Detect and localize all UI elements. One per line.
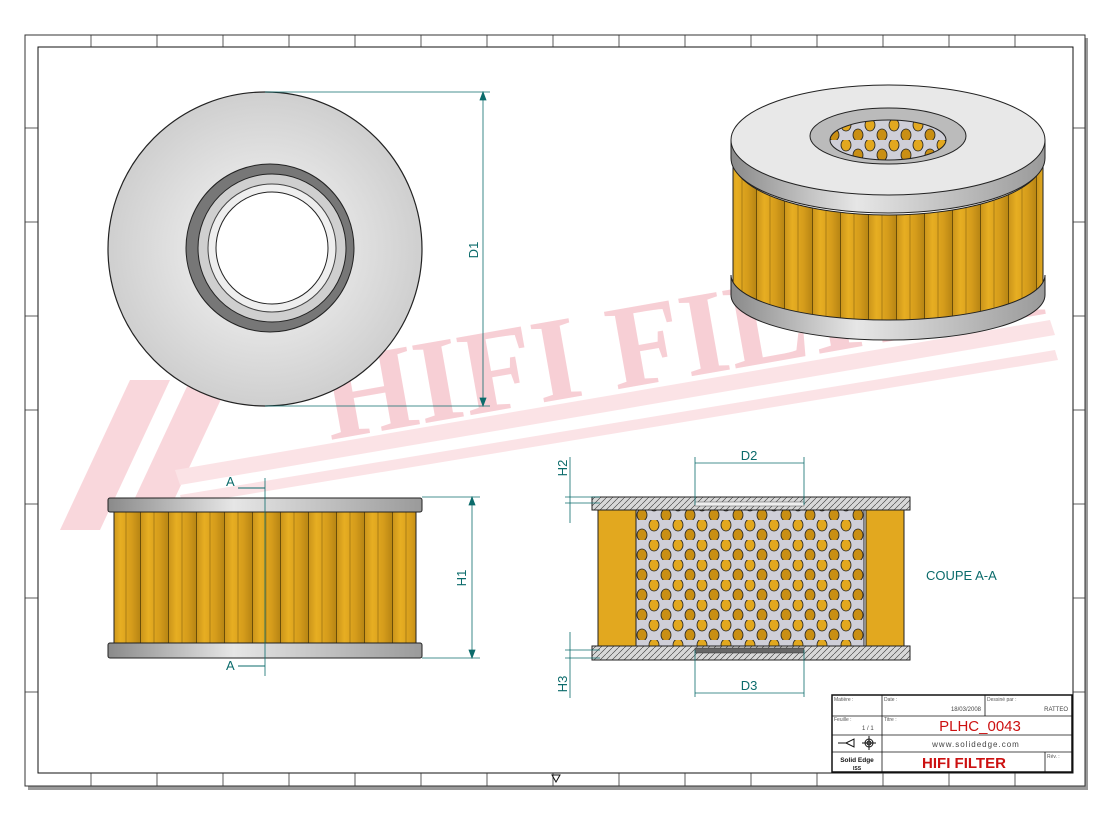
section-mark-bottom: A [226,658,235,673]
title-block: Matière : Date : 18/03/2008 Dessiné par … [831,694,1073,773]
h1-label: H1 [454,570,469,587]
h2-label: H2 [555,460,570,477]
material-label: Matière : [834,697,853,703]
date-label: Date : [884,697,897,703]
d1-label: D1 [466,242,481,259]
side-view [107,478,423,676]
d2-d3-h2-h3-dimensions [565,457,805,698]
section-title: COUPE A-A [926,568,997,583]
d1-dimension [265,90,490,408]
drawn-by-label: Dessiné par : [987,697,1016,703]
projection-symbol-icon [838,736,876,750]
software-name: Solid Edge [840,757,874,764]
sheet-label: Feuille : [834,717,852,723]
border-zone-ticks [25,35,1085,786]
revision-label: Rév. : [1047,754,1060,760]
section-view [591,496,911,661]
drawn-by-value: RATTEO [1044,707,1068,713]
sheet-value: 1 / 1 [862,726,874,732]
date-value: 18/03/2008 [951,707,982,713]
website: www.solidedge.com [931,740,1020,749]
part-number: PLHC_0043 [939,718,1021,735]
title-label: Titre : [884,717,897,723]
d3-label: D3 [741,678,758,693]
h1-dimension [422,495,480,660]
d2-label: D2 [741,448,758,463]
company-name: HIFI FILTER [922,755,1006,772]
h3-label: H3 [555,676,570,693]
isometric-view [730,84,1046,341]
centering-mark [551,774,561,784]
section-mark-top: A [226,474,235,489]
software-sub: ISS [853,766,862,772]
top-view [107,91,423,407]
